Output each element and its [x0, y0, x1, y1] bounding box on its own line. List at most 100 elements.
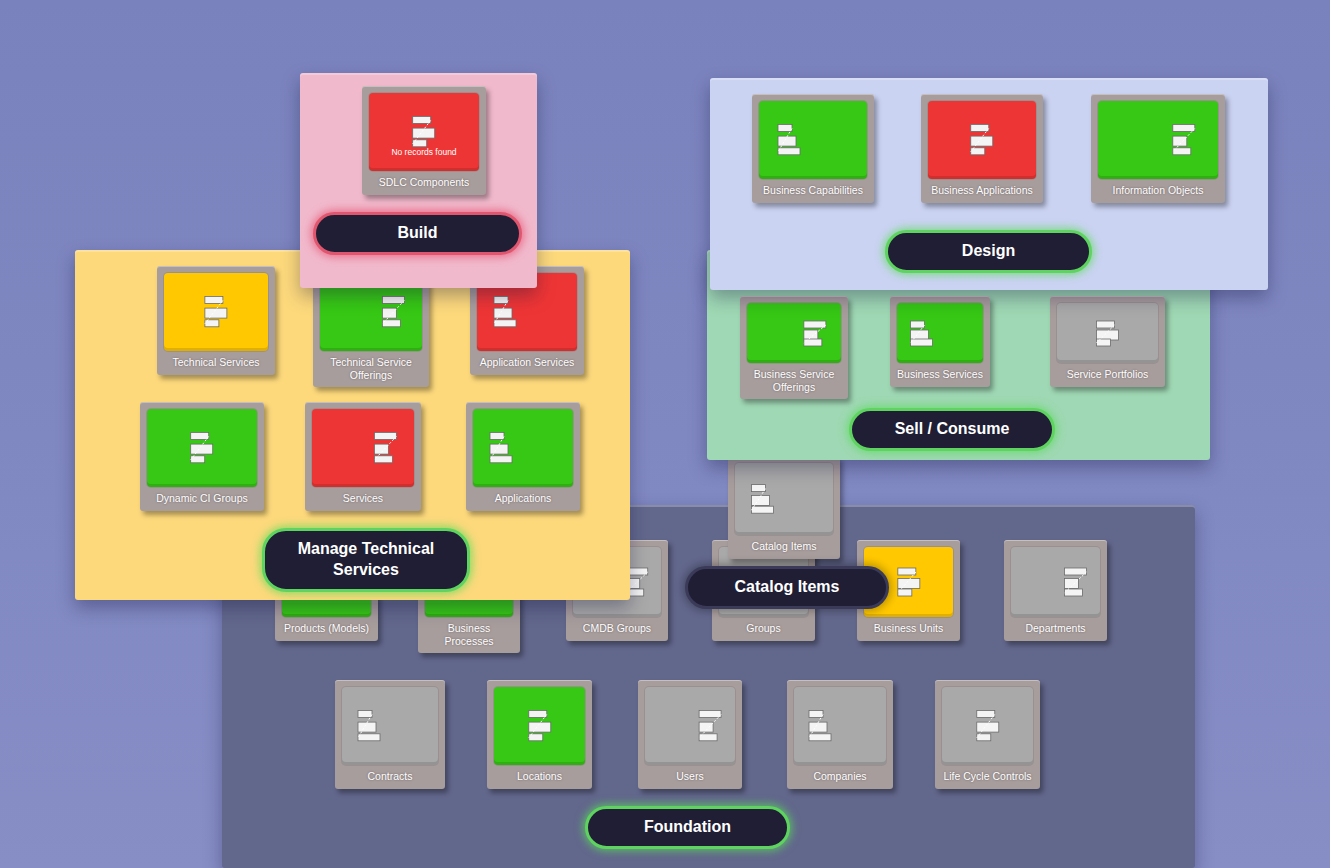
icon-block	[778, 124, 792, 131]
record-card: Information Objects	[1091, 94, 1225, 203]
icon-block	[898, 579, 920, 589]
icon-block	[971, 124, 989, 131]
layer-title: Sell / Consume	[866, 419, 1038, 440]
layer-pill: Design	[885, 230, 1092, 273]
icon-block	[191, 432, 209, 439]
card-label: SDLC Components	[369, 176, 479, 189]
icon-link	[490, 436, 504, 459]
record-card: Technical Services	[157, 266, 275, 375]
icon-graphic	[147, 409, 257, 487]
card-label: Life Cycle Controls	[942, 770, 1033, 783]
icon-block	[752, 506, 774, 513]
record-card: Business Services	[890, 296, 990, 387]
icon-graphic	[928, 101, 1036, 179]
card-label: Service Portfolios	[1057, 368, 1158, 381]
icon-graphic	[342, 687, 438, 765]
icon-link	[804, 325, 826, 343]
layer-pill: Manage Technical Services	[262, 528, 470, 592]
icon-block	[1096, 339, 1110, 346]
icon-graphic	[747, 303, 841, 363]
icon-block	[699, 722, 713, 732]
card-label: Contracts	[342, 770, 438, 783]
icon-block	[374, 432, 396, 439]
icon-link	[971, 128, 989, 151]
card-label: Technical Service Offerings	[320, 356, 422, 381]
icon-link	[494, 300, 508, 323]
icon-link	[898, 572, 916, 593]
icon-block	[529, 710, 547, 717]
icon-block	[296, 568, 310, 575]
card-label: Locations	[494, 770, 585, 783]
icon-block	[458, 589, 472, 596]
record-card: Service Portfolios	[1050, 296, 1165, 387]
status-square	[942, 687, 1033, 765]
icon-graphic	[1098, 101, 1218, 179]
icon-link	[358, 714, 372, 737]
status-square	[735, 463, 833, 535]
card-label: Users	[645, 770, 735, 783]
icon-block	[809, 722, 827, 732]
record-card: Dynamic CI Groups	[140, 402, 264, 511]
icon-graphic	[1057, 303, 1158, 363]
layer-pill: Sell / Consume	[849, 408, 1055, 451]
icon-link	[296, 572, 310, 593]
record-card: Catalog Items	[728, 456, 840, 559]
card-label: Companies	[794, 770, 886, 783]
icon-graphic	[164, 273, 268, 351]
card-label: Technical Services	[164, 356, 268, 369]
icon-block	[778, 148, 800, 155]
icon-block	[296, 589, 318, 596]
icon-block	[382, 308, 396, 318]
icon-block	[1064, 589, 1082, 596]
status-square	[473, 409, 573, 487]
icon-block	[971, 136, 993, 146]
layer-panel: Business CapabilitiesBusiness Applicatio…	[710, 78, 1268, 290]
icon-block	[358, 722, 376, 732]
icon-block	[458, 568, 476, 575]
status-square	[312, 409, 414, 487]
icon-block	[804, 321, 826, 328]
icon-block	[1173, 136, 1187, 146]
card-label: Products (Models)	[282, 622, 371, 635]
icon-block	[205, 296, 223, 303]
layer-title: Catalog Items	[702, 577, 872, 598]
icon-link	[413, 120, 431, 143]
icon-block	[490, 432, 504, 439]
icon-block	[1096, 321, 1114, 328]
layer-pill: Build	[313, 212, 522, 255]
icon-link	[626, 572, 648, 593]
icon-block	[458, 579, 480, 589]
status-square	[928, 101, 1036, 179]
card-label: Business Capabilities	[759, 184, 867, 197]
icon-link	[458, 572, 476, 593]
icon-graphic	[645, 687, 735, 765]
icon-block	[699, 710, 721, 717]
icon-block	[413, 128, 435, 138]
card-label: Business Units	[864, 622, 953, 635]
layer-title: Build	[330, 223, 505, 244]
card-label: Business Service Offerings	[747, 368, 841, 393]
icon-link	[752, 489, 766, 511]
icon-link	[699, 714, 721, 737]
status-note: No records found	[369, 147, 479, 157]
record-card: Services	[305, 402, 421, 511]
icon-block	[1173, 124, 1195, 131]
status-square	[1098, 101, 1218, 179]
icon-link	[529, 714, 547, 737]
layer-title: Manage Technical Services	[279, 539, 453, 581]
icon-graphic	[473, 409, 573, 487]
icon-link	[809, 714, 823, 737]
layer-panel: No records foundSDLC ComponentsBuild	[300, 73, 537, 288]
icon-graphic	[759, 101, 867, 179]
card-label: Groups	[719, 622, 808, 635]
layer-title: Design	[902, 241, 1075, 262]
icon-block	[191, 444, 213, 454]
status-square	[645, 687, 735, 765]
icon-block	[358, 710, 372, 717]
icon-link	[382, 300, 404, 323]
record-card: No records foundSDLC Components	[362, 86, 486, 195]
icon-link	[1064, 572, 1086, 593]
icon-block	[809, 734, 831, 741]
status-square	[897, 303, 983, 363]
